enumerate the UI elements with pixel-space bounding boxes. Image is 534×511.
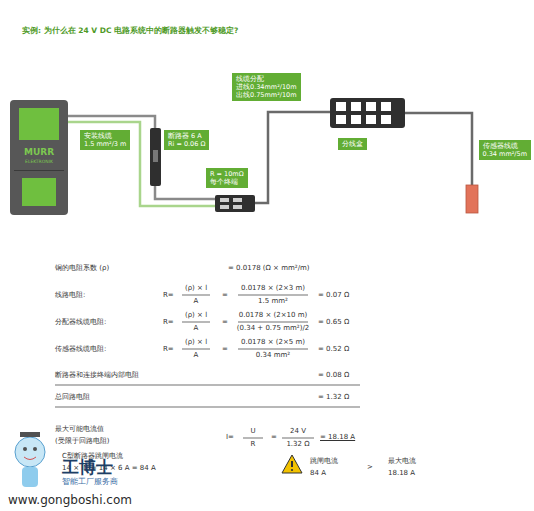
formula-text: = <box>222 318 228 326</box>
formula-text: I= <box>226 433 234 441</box>
separator <box>55 407 360 408</box>
terminal <box>220 198 229 202</box>
terminal <box>233 198 242 202</box>
warning-triangle <box>282 455 302 473</box>
formula-text: = 0.07 Ω <box>318 291 349 299</box>
formula-text: 0.34 mm² <box>256 351 290 359</box>
formula-text: R= <box>163 291 174 299</box>
formula-text: > <box>367 463 373 471</box>
install-cable <box>68 122 215 206</box>
formula-text: A <box>194 324 199 332</box>
formula-text: R= <box>163 318 174 326</box>
formula-text: (ρ) × l <box>185 284 207 292</box>
brand-subtitle: ELEKTRONIK <box>10 159 68 164</box>
formula-text: 跳闸电流 <box>310 457 338 465</box>
callout-box: 线缆分配进线0.34mm²/10m出线0.75mm²/10m <box>232 73 301 101</box>
callout-heading: 传感器线缆 <box>483 142 527 150</box>
formula-text: 分配器线缆电阻: <box>55 318 106 326</box>
formula-text: 1.32 Ω <box>286 440 309 448</box>
callout-text: 0.34 mm²/5m <box>483 150 527 158</box>
formula-text: = 0.52 Ω <box>318 345 349 353</box>
callout-heading: 线缆分配 <box>236 75 297 83</box>
callout-text: 进线0.34mm²/10m <box>236 83 297 91</box>
distribution-box <box>330 98 405 128</box>
callout-box: 传感器线缆0.34 mm²/5m <box>479 140 531 160</box>
power-supply: MURR ELEKTRONIK <box>10 100 68 215</box>
formula-text: R <box>251 440 256 448</box>
formula-text: 最大可能电流值 <box>55 425 104 433</box>
formula-text: = 0.0178 (Ω × mm²/m) <box>228 264 310 272</box>
brand-logo: MURR <box>10 147 68 157</box>
formula-text: (ρ) × l <box>185 338 207 346</box>
formula-text: 最大电流 <box>388 457 416 465</box>
formula-text: 总回路电阻 <box>55 393 90 401</box>
formula-text: 0.0178 × (2×10 m) <box>239 311 308 319</box>
formula-text: = 0.65 Ω <box>318 318 349 326</box>
panel-screen <box>22 178 56 206</box>
formula-text: 断路器和连接终端内部电阻 <box>55 371 139 379</box>
warning-mark <box>291 469 293 471</box>
fraction-bars <box>182 295 314 438</box>
formula-text: = 1.32 Ω <box>318 393 349 401</box>
formula-text: 传感器线缆电阻: <box>55 345 106 353</box>
title: 实例: 为什么在 24 V DC 电路系统中的断路器触发不够稳定? <box>22 26 238 36</box>
watermark: www.gongboshi.com <box>8 493 132 507</box>
terminal-block <box>215 195 255 212</box>
callout-text: 出线0.75mm²/10m <box>236 91 297 99</box>
formula-text: 18.18 A <box>388 469 415 477</box>
formula-text: 84 A <box>310 469 326 477</box>
formula-text: (0.34 + 0.75 mm²)/2 <box>237 324 309 332</box>
formula-text: A <box>194 351 199 359</box>
distribution-terminals <box>336 102 391 124</box>
formula-text: 1.5 mm² <box>258 297 288 305</box>
sensor-cable <box>405 113 472 185</box>
callout-box: 安装线缆1.5 mm²/3 m <box>80 130 130 150</box>
formula-text: 铜的电阻系数 (ρ) <box>55 264 109 272</box>
callout-heading: 断路器 6 A <box>168 132 205 140</box>
terminal <box>233 205 242 209</box>
callout-heading: 安装线缆 <box>84 132 126 140</box>
breaker-lever <box>153 150 158 162</box>
sensor <box>466 185 478 213</box>
formula-text: 0.0178 × (2×5 m) <box>241 338 305 346</box>
separator <box>55 385 360 386</box>
formula-text: 24 V <box>290 427 306 435</box>
terminal <box>220 205 229 209</box>
divider <box>14 170 64 171</box>
warning-mark <box>291 461 293 467</box>
formula-text: = <box>271 433 277 441</box>
panel-screen <box>19 108 59 140</box>
formula-text: = 18.18 A <box>320 433 355 441</box>
formula-text: (ρ) × l <box>185 311 207 319</box>
callout-heading: R = 10mΩ <box>210 170 244 178</box>
formula-text: 线路电阻: <box>55 291 85 299</box>
formula-text: R= <box>163 345 174 353</box>
callout-text: 每个终端 <box>210 178 244 186</box>
callout-heading: 分线盒 <box>342 140 363 148</box>
distribution-cable <box>255 112 330 203</box>
circuit-breaker <box>150 128 161 186</box>
formula-text: U <box>250 427 255 435</box>
formula-text: A <box>194 297 199 305</box>
formula-text: = <box>222 291 228 299</box>
watermark: 工博士 <box>62 457 113 477</box>
callout-text: Ri = 0.06 Ω <box>168 140 205 148</box>
formula-text: 0.0178 × (2×3 m) <box>241 284 305 292</box>
callout-box: R = 10mΩ每个终端 <box>206 168 248 188</box>
mascot <box>15 432 45 487</box>
formula-text: (受限于回路电阻) <box>55 437 109 445</box>
formula-text: = <box>222 345 228 353</box>
callout-text: 1.5 mm²/3 m <box>84 140 126 148</box>
callout-box: 断路器 6 ARi = 0.06 Ω <box>164 130 209 150</box>
formula-text: = 0.08 Ω <box>318 371 349 379</box>
watermark: 智能工厂服务商 <box>62 477 118 487</box>
callout-box: 分线盒 <box>338 138 367 150</box>
